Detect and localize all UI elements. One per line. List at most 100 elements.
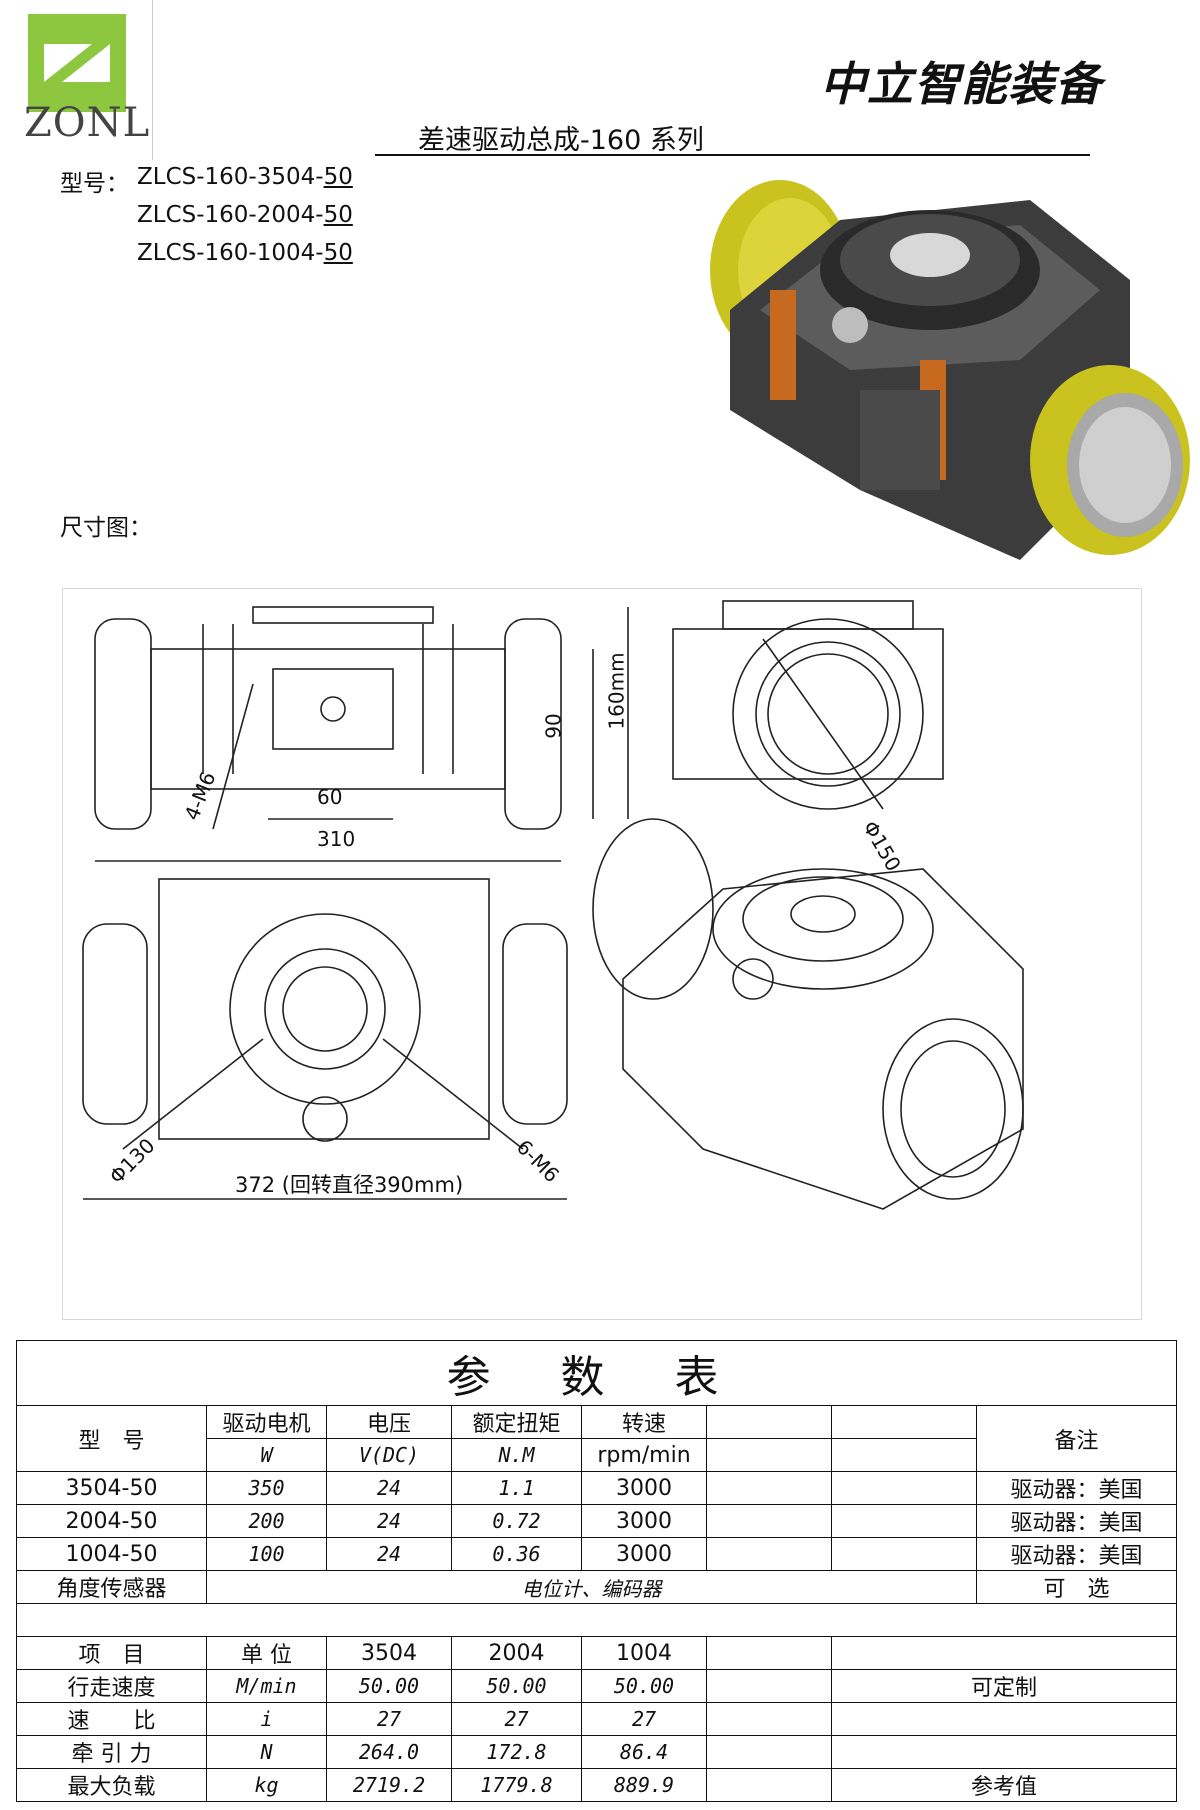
spec-v1: 50.00 bbox=[326, 1669, 452, 1703]
spec-v3: 50.00 bbox=[581, 1669, 707, 1703]
cell-empty bbox=[706, 1504, 832, 1538]
cell-model: 2004-50 bbox=[16, 1504, 207, 1538]
table-row: 2004-50 200 24 0.72 3000 驱动器：美国 bbox=[16, 1504, 1178, 1538]
spec-header-item: 项 目 bbox=[16, 1636, 207, 1670]
unit-voltage: V(DC) bbox=[326, 1438, 452, 1472]
cell-empty bbox=[706, 1702, 832, 1736]
spec-unit: i bbox=[206, 1702, 327, 1736]
cell-empty bbox=[831, 1504, 977, 1538]
cell-note: 驱动器：美国 bbox=[975, 1471, 1178, 1505]
unit-empty-1 bbox=[706, 1438, 832, 1472]
table-row: 3504-50 350 24 1.1 3000 驱动器：美国 bbox=[16, 1471, 1178, 1505]
dim-height: 160mm bbox=[604, 652, 629, 730]
sensor-row: 角度传感器 电位计、编码器 可 选 bbox=[16, 1570, 1178, 1604]
company-name: 中立智能装备 bbox=[820, 57, 1102, 111]
models-label: 型号： bbox=[60, 171, 129, 197]
model-item-1: ZLCS-160-3504-50 bbox=[137, 164, 353, 190]
sensor-label: 角度传感器 bbox=[16, 1570, 207, 1604]
spec-row: 行走速度 M/min 50.00 50.00 50.00 可定制 bbox=[16, 1669, 1178, 1703]
cell-empty bbox=[830, 1636, 1178, 1670]
model-item-2: ZLCS-160-2004-50 bbox=[137, 202, 353, 228]
logo-divider bbox=[152, 0, 153, 160]
cell-empty bbox=[706, 1537, 832, 1571]
spec-header-row: 项 目 单 位 3504 2004 1004 bbox=[16, 1636, 1178, 1670]
spec-note bbox=[830, 1702, 1178, 1736]
document-title: 差速驱动总成-160 系列 bbox=[418, 125, 704, 156]
cell-empty bbox=[831, 1471, 977, 1505]
spec-v1: 264.0 bbox=[326, 1735, 452, 1769]
spec-row: 速 比 i 27 27 27 bbox=[16, 1702, 1178, 1736]
drawing-lines bbox=[82, 600, 1024, 1210]
spec-row: 牵 引 力 N 264.0 172.8 86.4 bbox=[16, 1735, 1178, 1769]
cell-torque: 0.36 bbox=[451, 1537, 582, 1571]
unit-speed: rpm/min bbox=[581, 1438, 707, 1472]
sensor-note: 可 选 bbox=[975, 1570, 1178, 1604]
spec-header-3504: 3504 bbox=[326, 1636, 452, 1670]
model-suffix: 50 bbox=[323, 202, 353, 228]
cell-voltage: 24 bbox=[326, 1471, 452, 1505]
dim-372: 372 (回转直径390mm) bbox=[235, 1173, 464, 1197]
dimensions-label: 尺寸图： bbox=[60, 515, 152, 541]
model-prefix: ZLCS-160-3504- bbox=[137, 164, 324, 190]
cell-empty bbox=[706, 1471, 832, 1505]
spec-unit: kg bbox=[206, 1768, 327, 1802]
cell-speed: 3000 bbox=[581, 1537, 707, 1571]
cell-torque: 1.1 bbox=[451, 1471, 582, 1505]
spec-v3: 889.9 bbox=[581, 1768, 707, 1802]
cell-model: 1004-50 bbox=[16, 1537, 207, 1571]
header-torque: 额定扭矩 bbox=[451, 1405, 582, 1439]
zonl-logo bbox=[28, 14, 126, 112]
cell-motor: 350 bbox=[206, 1471, 327, 1505]
unit-empty-2 bbox=[831, 1438, 977, 1472]
cell-note: 驱动器：美国 bbox=[975, 1504, 1178, 1538]
header-voltage: 电压 bbox=[326, 1405, 452, 1439]
model-prefix: ZLCS-160-2004- bbox=[137, 202, 324, 228]
cell-torque: 0.72 bbox=[451, 1504, 582, 1538]
spec-item: 速 比 bbox=[16, 1702, 207, 1736]
logo-text: ZONL bbox=[24, 100, 151, 146]
dimension-drawings: 160mm 90 60 310 4-M6 Φ150 Φ130 6-M6 372 … bbox=[62, 588, 1142, 1320]
sensor-value: 电位计、编码器 bbox=[206, 1570, 977, 1604]
cell-empty bbox=[706, 1768, 832, 1802]
header-model: 型 号 bbox=[16, 1405, 207, 1472]
cell-voltage: 24 bbox=[326, 1504, 452, 1538]
spec-note bbox=[830, 1735, 1178, 1769]
header-motor: 驱动电机 bbox=[206, 1405, 327, 1439]
spec-v2: 172.8 bbox=[451, 1735, 582, 1769]
spec-item: 行走速度 bbox=[16, 1669, 207, 1703]
product-render-image bbox=[710, 180, 1190, 560]
cell-speed: 3000 bbox=[581, 1471, 707, 1505]
cell-empty bbox=[831, 1537, 977, 1571]
spacer-row bbox=[15, 1603, 1178, 1637]
spec-unit: M/min bbox=[206, 1669, 327, 1703]
spec-header-unit: 单 位 bbox=[206, 1636, 327, 1670]
spec-unit: N bbox=[206, 1735, 327, 1769]
spec-note: 可定制 bbox=[830, 1669, 1178, 1703]
cell-motor: 100 bbox=[206, 1537, 327, 1571]
spec-row: 最大负载 kg 2719.2 1779.8 889.9 参考值 bbox=[16, 1768, 1178, 1802]
spec-v2: 50.00 bbox=[451, 1669, 582, 1703]
unit-motor: W bbox=[206, 1438, 327, 1472]
spec-v2: 27 bbox=[451, 1702, 582, 1736]
spec-v3: 27 bbox=[581, 1702, 707, 1736]
header-empty-2 bbox=[831, 1405, 977, 1439]
header-speed: 转速 bbox=[581, 1405, 707, 1439]
dim-310: 310 bbox=[317, 827, 356, 851]
spec-v1: 27 bbox=[326, 1702, 452, 1736]
dim-90: 90 bbox=[541, 713, 566, 739]
spec-v1: 2719.2 bbox=[326, 1768, 452, 1802]
cell-note: 驱动器：美国 bbox=[975, 1537, 1178, 1571]
spec-header-1004: 1004 bbox=[581, 1636, 707, 1670]
table-row: 1004-50 100 24 0.36 3000 驱动器：美国 bbox=[16, 1537, 1178, 1571]
cell-model: 3504-50 bbox=[16, 1471, 207, 1505]
unit-torque: N.M bbox=[451, 1438, 582, 1472]
spec-header-2004: 2004 bbox=[451, 1636, 582, 1670]
table-title: 参 数 表 bbox=[15, 1340, 1178, 1406]
spec-v3: 86.4 bbox=[581, 1735, 707, 1769]
model-item-3: ZLCS-160-1004-50 bbox=[137, 240, 353, 266]
cell-voltage: 24 bbox=[326, 1537, 452, 1571]
model-suffix: 50 bbox=[323, 164, 353, 190]
title-underline bbox=[375, 154, 1090, 156]
cell-empty bbox=[706, 1735, 832, 1769]
spec-item: 最大负载 bbox=[16, 1768, 207, 1802]
